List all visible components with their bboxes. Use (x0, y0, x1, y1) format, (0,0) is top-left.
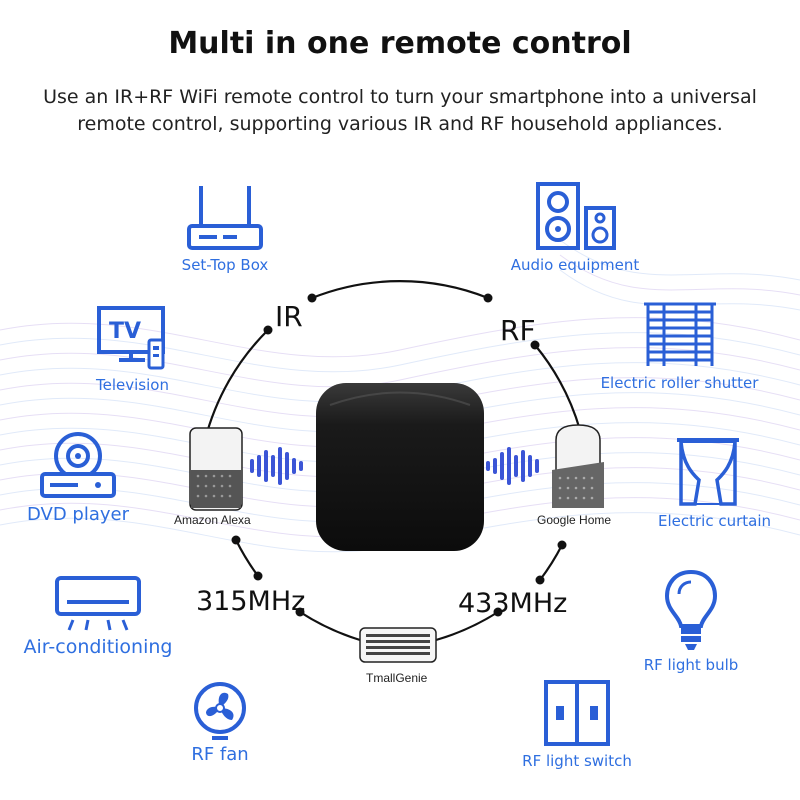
subtitle-line: remote control, supporting various IR an… (77, 113, 723, 135)
ring-arc-lower-right (539, 544, 563, 581)
page-title: Multi in one remote control (168, 26, 632, 61)
freq-right-label: 433MHz (458, 588, 567, 619)
subtitle-line: Use an IR+RF WiFi remote control to turn… (43, 86, 757, 108)
freq-left-label: 315MHz (196, 586, 305, 617)
device-television: TV Television (70, 302, 195, 394)
roller-shutter-icon (643, 302, 716, 366)
tv-screen-text: TV (109, 319, 141, 344)
ring-dot (557, 540, 567, 550)
rf-light-bulb-label: RF light bulb (643, 656, 739, 674)
tmallgenie-label: TmallGenie (366, 671, 428, 685)
device-rf-light-bulb: RF light bulb (636, 568, 746, 674)
ring-arc-lower-left (235, 539, 259, 577)
device-air-conditioning: Air-conditioning (14, 572, 182, 658)
amazon-alexa-speaker-icon (189, 427, 243, 511)
sound-wave-right-icon (486, 447, 539, 485)
device-set-top-box: Set-Top Box (160, 182, 290, 274)
television-label: Television (96, 376, 169, 394)
ring-dot (493, 607, 503, 617)
sound-wave-left-icon (250, 447, 303, 485)
rf-fan-label: RF fan (191, 744, 249, 765)
set-top-box-label: Set-Top Box (181, 256, 269, 274)
device-rf-light-switch: RF light switch (512, 678, 642, 770)
ring-dot (253, 571, 263, 581)
speaker-icon (536, 182, 616, 250)
device-dvd-player: DVD player (18, 428, 138, 525)
device-electric-curtain: Electric curtain (658, 436, 772, 530)
ring-dot (535, 575, 545, 585)
television-icon: TV (96, 306, 165, 370)
device-electric-roller-shutter: Electric roller shutter (592, 298, 767, 392)
electric-curtain-label: Electric curtain (658, 512, 772, 530)
ring-dot (530, 340, 540, 350)
ring-arc-bottom-left (299, 611, 361, 642)
ring-arc-upper-left (203, 329, 269, 441)
ring-dot (483, 293, 493, 303)
light-bulb-icon (664, 569, 718, 650)
ring-dot (295, 607, 305, 617)
rf-light-switch-label: RF light switch (522, 752, 632, 770)
audio-equipment-label: Audio equipment (510, 256, 640, 274)
curtain-icon (677, 438, 739, 506)
ring-arc-top (311, 280, 489, 300)
tmallgenie-speaker-icon (359, 627, 437, 663)
light-switch-icon (544, 680, 610, 746)
air-conditioner-icon (55, 576, 141, 631)
air-conditioning-label: Air-conditioning (23, 636, 173, 658)
google-home-speaker-icon (552, 424, 604, 508)
ir-label: IR (275, 300, 303, 333)
device-audio-equipment: Audio equipment (500, 182, 650, 274)
google-home-label: Google Home (537, 513, 611, 527)
subtitle: Use an IR+RF WiFi remote control to turn… (20, 84, 780, 138)
set-top-box-icon (187, 186, 263, 250)
fan-icon (194, 682, 246, 740)
amazon-alexa-label: Amazon Alexa (174, 513, 251, 527)
electric-roller-shutter-label: Electric roller shutter (600, 374, 759, 392)
device-rf-fan: RF fan (170, 680, 270, 765)
ring-dot (307, 293, 317, 303)
ir-rf-hub-device (316, 383, 484, 551)
dvd-player-icon (40, 432, 116, 498)
ring-dot (231, 535, 241, 545)
ring-dot (263, 325, 273, 335)
rf-label: RF (500, 314, 536, 347)
ring-arc-upper-right (534, 344, 582, 431)
dvd-player-label: DVD player (26, 504, 130, 525)
